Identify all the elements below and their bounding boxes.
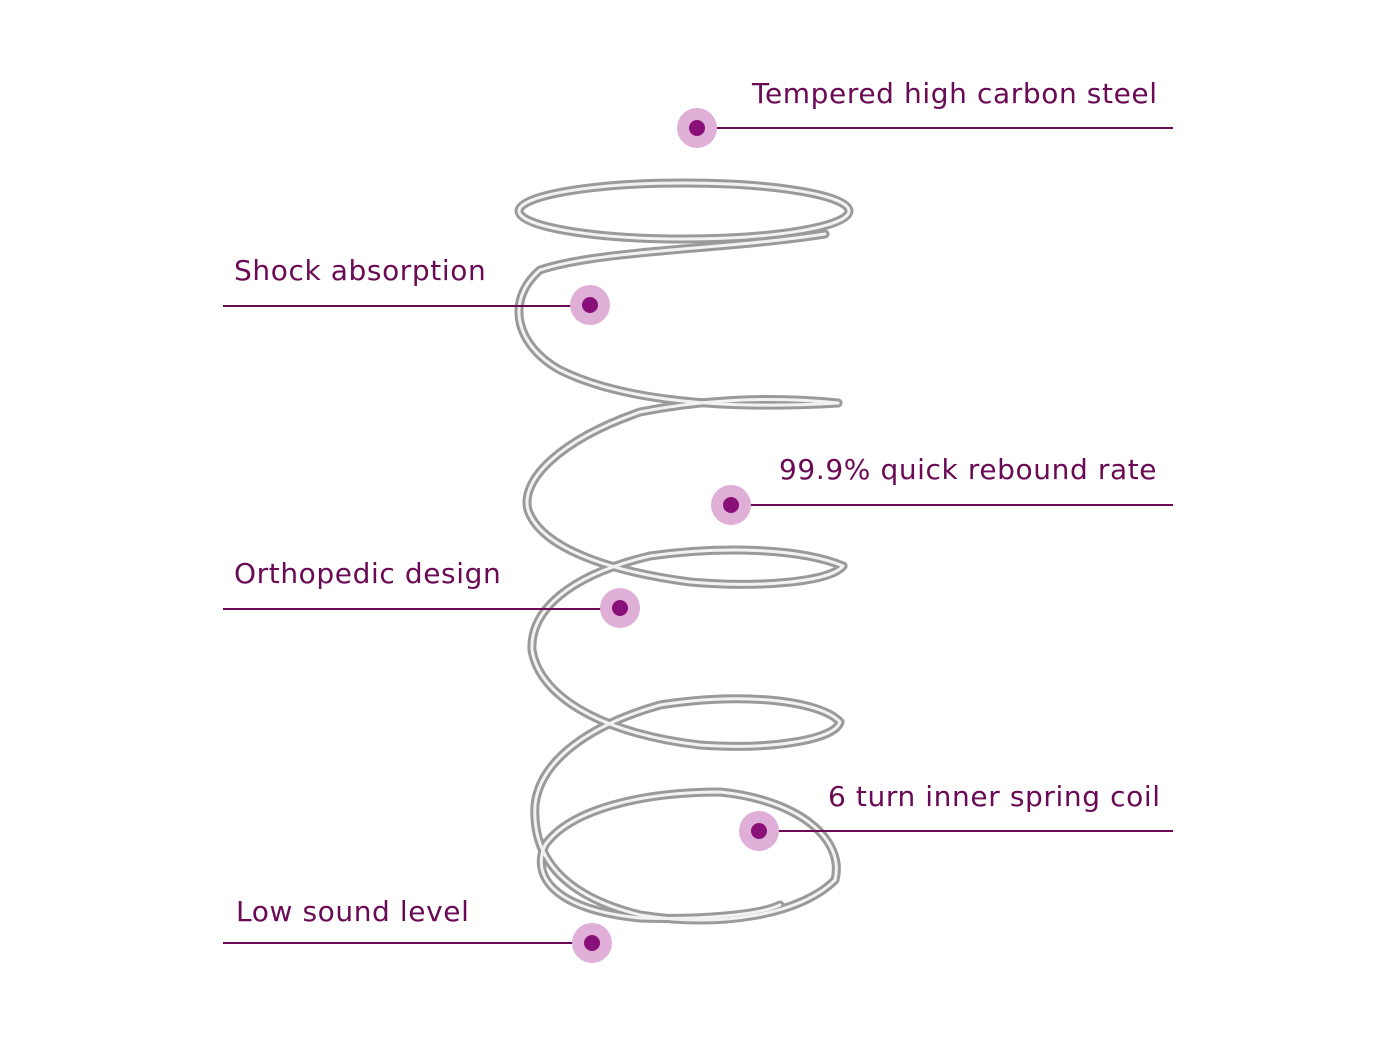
marker-dot	[689, 120, 705, 136]
callout-label-shock: Shock absorption	[234, 254, 487, 287]
callout-marker-coil	[739, 811, 779, 851]
marker-dot	[584, 935, 600, 951]
callout-marker-rebound	[711, 485, 751, 525]
marker-dot	[612, 600, 628, 616]
callout-marker-orthopedic	[600, 588, 640, 628]
callout-label-sound: Low sound level	[236, 895, 470, 928]
marker-dot	[723, 497, 739, 513]
callout-marker-shock	[570, 285, 610, 325]
callout-label-steel: Tempered high carbon steel	[752, 77, 1158, 110]
callout-label-rebound: 99.9% quick rebound rate	[779, 453, 1158, 486]
callout-marker-sound	[572, 923, 612, 963]
callout-line-steel	[697, 127, 1173, 129]
callout-line-sound	[223, 942, 592, 944]
marker-dot	[582, 297, 598, 313]
spring-coil-1	[514, 229, 843, 410]
marker-dot	[751, 823, 767, 839]
callout-label-coil: 6 turn inner spring coil	[828, 780, 1161, 813]
callout-marker-steel	[677, 108, 717, 148]
callout-line-orthopedic	[223, 608, 620, 610]
callout-line-rebound	[731, 504, 1173, 506]
callout-line-shock	[223, 305, 590, 307]
callout-label-orthopedic: Orthopedic design	[234, 557, 502, 590]
callout-line-coil	[759, 830, 1173, 832]
